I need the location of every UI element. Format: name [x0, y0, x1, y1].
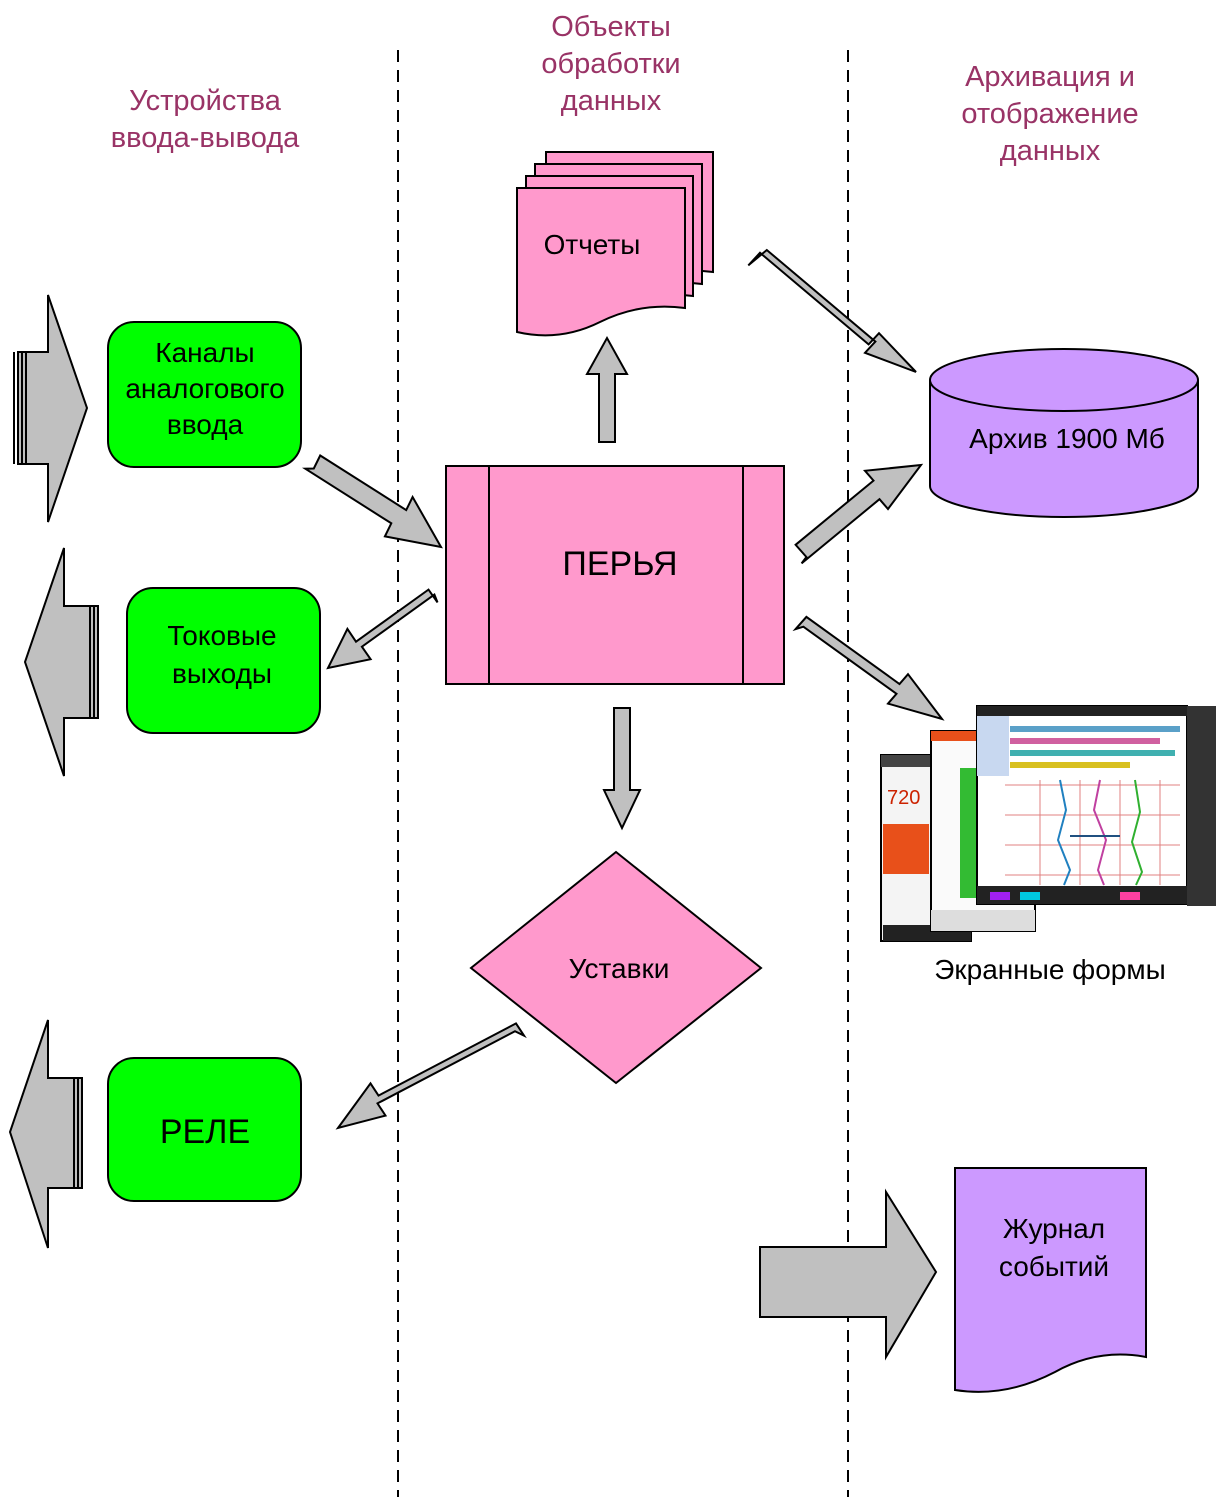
relay-block-arrow — [8, 1019, 83, 1249]
archive-label: Архив 1900 Мб — [969, 423, 1165, 454]
arrow-pens-to-reports — [585, 335, 629, 443]
analog-input-channels-node: Каналы аналогового ввода — [107, 321, 302, 468]
current-outputs-line2: выходы — [172, 658, 272, 689]
analog-input-line1: Каналы — [155, 337, 254, 368]
event-log-block-arrow — [759, 1188, 938, 1361]
column-header-processing-line1: Объекты — [551, 11, 671, 43]
column-header-archive: Архивация и отображение данных — [961, 61, 1138, 167]
arrow-analog-to-pens — [301, 454, 443, 549]
relay-label: РЕЛЕ — [160, 1113, 250, 1151]
pens-node: ПЕРЬЯ — [445, 465, 785, 685]
input-block-arrow — [13, 294, 89, 523]
column-header-processing: Объекты обработки данных — [541, 11, 680, 117]
column-header-io-line2: ввода-вывода — [111, 122, 300, 154]
pens-label: ПЕРЬЯ — [562, 545, 677, 583]
relay-node: РЕЛЕ — [107, 1057, 302, 1202]
column-header-archive-line3: данных — [1000, 135, 1101, 167]
setpoints-label: Уставки — [569, 953, 670, 984]
flow-arrows — [301, 248, 945, 1130]
arrow-pens-to-archive — [794, 463, 924, 565]
arrow-pens-to-screen-forms — [792, 615, 945, 721]
event-log-line1: Журнал — [1003, 1213, 1105, 1244]
screen-thumb-value: 720 — [887, 787, 920, 809]
reports-node: Отчеты — [516, 151, 714, 337]
arrow-reports-to-archive — [747, 248, 917, 373]
setpoints-node: Уставки — [469, 850, 763, 1085]
column-header-io-line1: Устройства — [129, 85, 282, 117]
reports-label: Отчеты — [544, 229, 641, 260]
column-header-archive-line1: Архивация и — [965, 61, 1135, 93]
screen-forms-image: 720 — [880, 705, 1216, 942]
current-outputs-line1: Токовые — [167, 620, 276, 651]
current-output-block-arrow — [23, 547, 99, 777]
analog-input-line3: ввода — [167, 409, 244, 440]
event-log-line2: событий — [999, 1251, 1109, 1282]
current-outputs-node: Токовые выходы — [126, 587, 321, 734]
archive-node: Архив 1900 Мб — [929, 348, 1199, 518]
column-header-io: Устройства ввода-вывода — [111, 85, 300, 154]
arrow-setpoints-to-relay — [335, 1022, 527, 1130]
column-header-processing-line3: данных — [561, 85, 662, 117]
column-header-processing-line2: обработки — [541, 48, 680, 80]
screen-forms-label: Экранные формы — [934, 954, 1165, 985]
event-log-node: Журнал событий — [954, 1167, 1147, 1393]
column-header-archive-line2: отображение — [961, 98, 1138, 130]
arrow-pens-to-setpoints — [602, 707, 642, 831]
analog-input-line2: аналогового — [125, 373, 284, 404]
arrow-pens-to-current-outputs — [326, 588, 439, 670]
